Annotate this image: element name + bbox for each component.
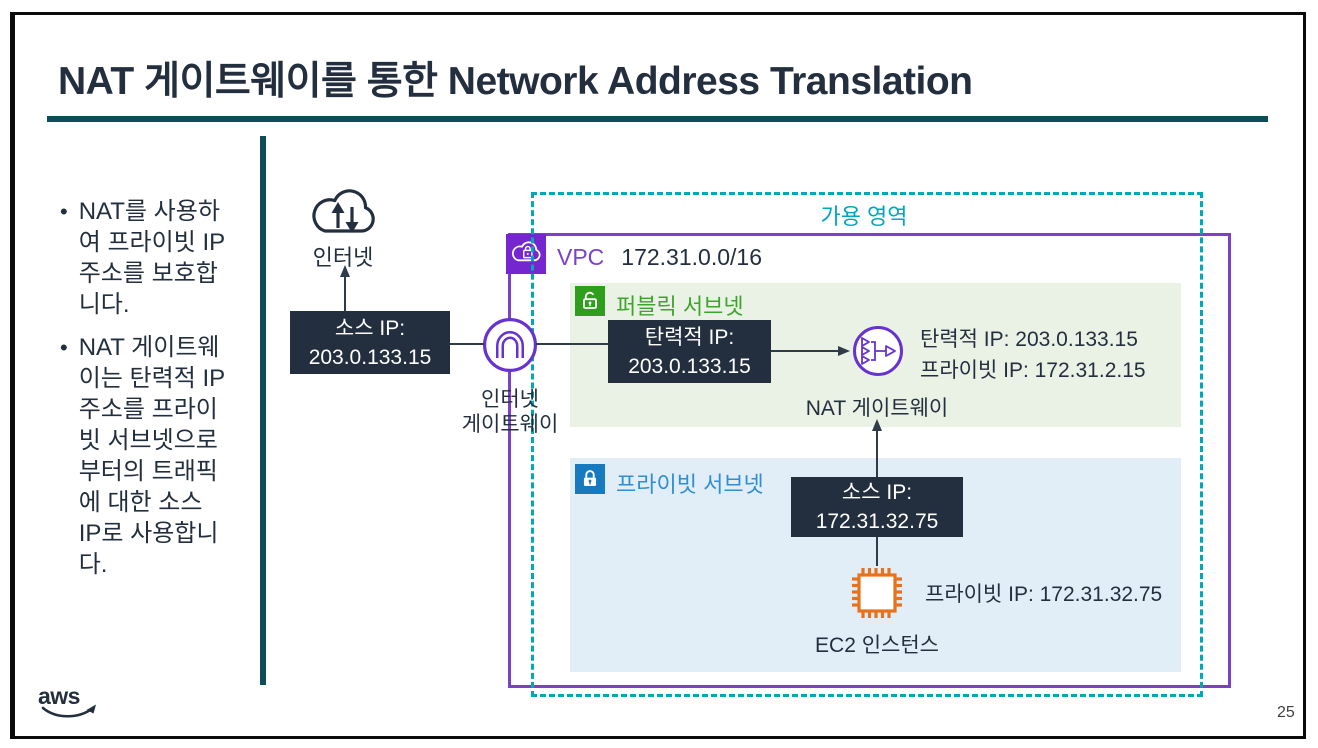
- title-rule: [47, 116, 1268, 122]
- internet-gateway-icon: [483, 318, 537, 372]
- ec2-instance-label: EC2 인스턴스: [815, 634, 939, 657]
- availability-zone-boundary: [531, 192, 1203, 697]
- nat-gateway-icon: [853, 326, 903, 376]
- bullet-text: NAT 게이트웨이는 탄력적 IP 주소를 프라이빗 서브넷으로부터의 트래픽에…: [78, 334, 225, 578]
- vertical-divider: [260, 136, 266, 685]
- open-lock-icon: [583, 291, 597, 309]
- bullet-item: NAT 게이트웨이는 탄력적 IP 주소를 프라이빗 서브넷으로부터의 트래픽에…: [60, 332, 225, 580]
- vpc-caption: VPC 172.31.0.0/16: [557, 244, 762, 271]
- source-ip-box-top: 소스 IP: 203.0.133.15: [290, 311, 450, 374]
- public-subnet-badge: [575, 286, 605, 316]
- source-ip-box-bottom: 소스 IP: 172.31.32.75: [791, 477, 963, 537]
- vpc-boundary: [508, 233, 1231, 688]
- ec2-instance-icon: [852, 568, 902, 618]
- aws-logo-text: aws: [38, 683, 80, 709]
- private-subnet-label: 프라이빗 서브넷: [616, 472, 764, 497]
- page-number: 25: [1277, 704, 1295, 721]
- ec2-private-ip-text: 프라이빗 IP: 172.31.32.75: [925, 583, 1163, 606]
- bullet-item: NAT를 사용하여 프라이빗 IP 주소를 보호합니다.: [60, 196, 225, 320]
- internet-gateway-label: 인터넷 게이트웨이: [461, 388, 559, 436]
- vpc-cidr: 172.31.0.0/16: [621, 244, 762, 270]
- aws-logo: aws: [38, 683, 96, 718]
- elastic-ip-box: 탄력적 IP: 203.0.133.15: [608, 320, 771, 383]
- public-subnet-label: 퍼블릭 서브넷: [616, 294, 744, 319]
- vpc-label: VPC: [557, 244, 605, 270]
- availability-zone-label: 가용 영역: [820, 204, 908, 229]
- vpc-icon: [506, 234, 546, 274]
- internet-label: 인터넷: [312, 245, 374, 270]
- nat-gateway-label: NAT 게이트웨이: [805, 397, 949, 420]
- internet-cloud-icon: [312, 189, 375, 233]
- nat-gateway-ip-text: 탄력적 IP: 203.0.133.15 프라이빗 IP: 172.31.2.1…: [920, 328, 1146, 382]
- sidebar: NAT를 사용하여 프라이빗 IP 주소를 보호합니다. NAT 게이트웨이는 …: [60, 196, 225, 592]
- private-subnet-badge: [575, 464, 605, 494]
- closed-lock-icon: [583, 470, 597, 486]
- page-title: NAT 게이트웨이를 통한 Network Address Translatio…: [58, 60, 973, 103]
- bullet-text: NAT를 사용하여 프라이빗 IP 주소를 보호합니다.: [78, 198, 225, 318]
